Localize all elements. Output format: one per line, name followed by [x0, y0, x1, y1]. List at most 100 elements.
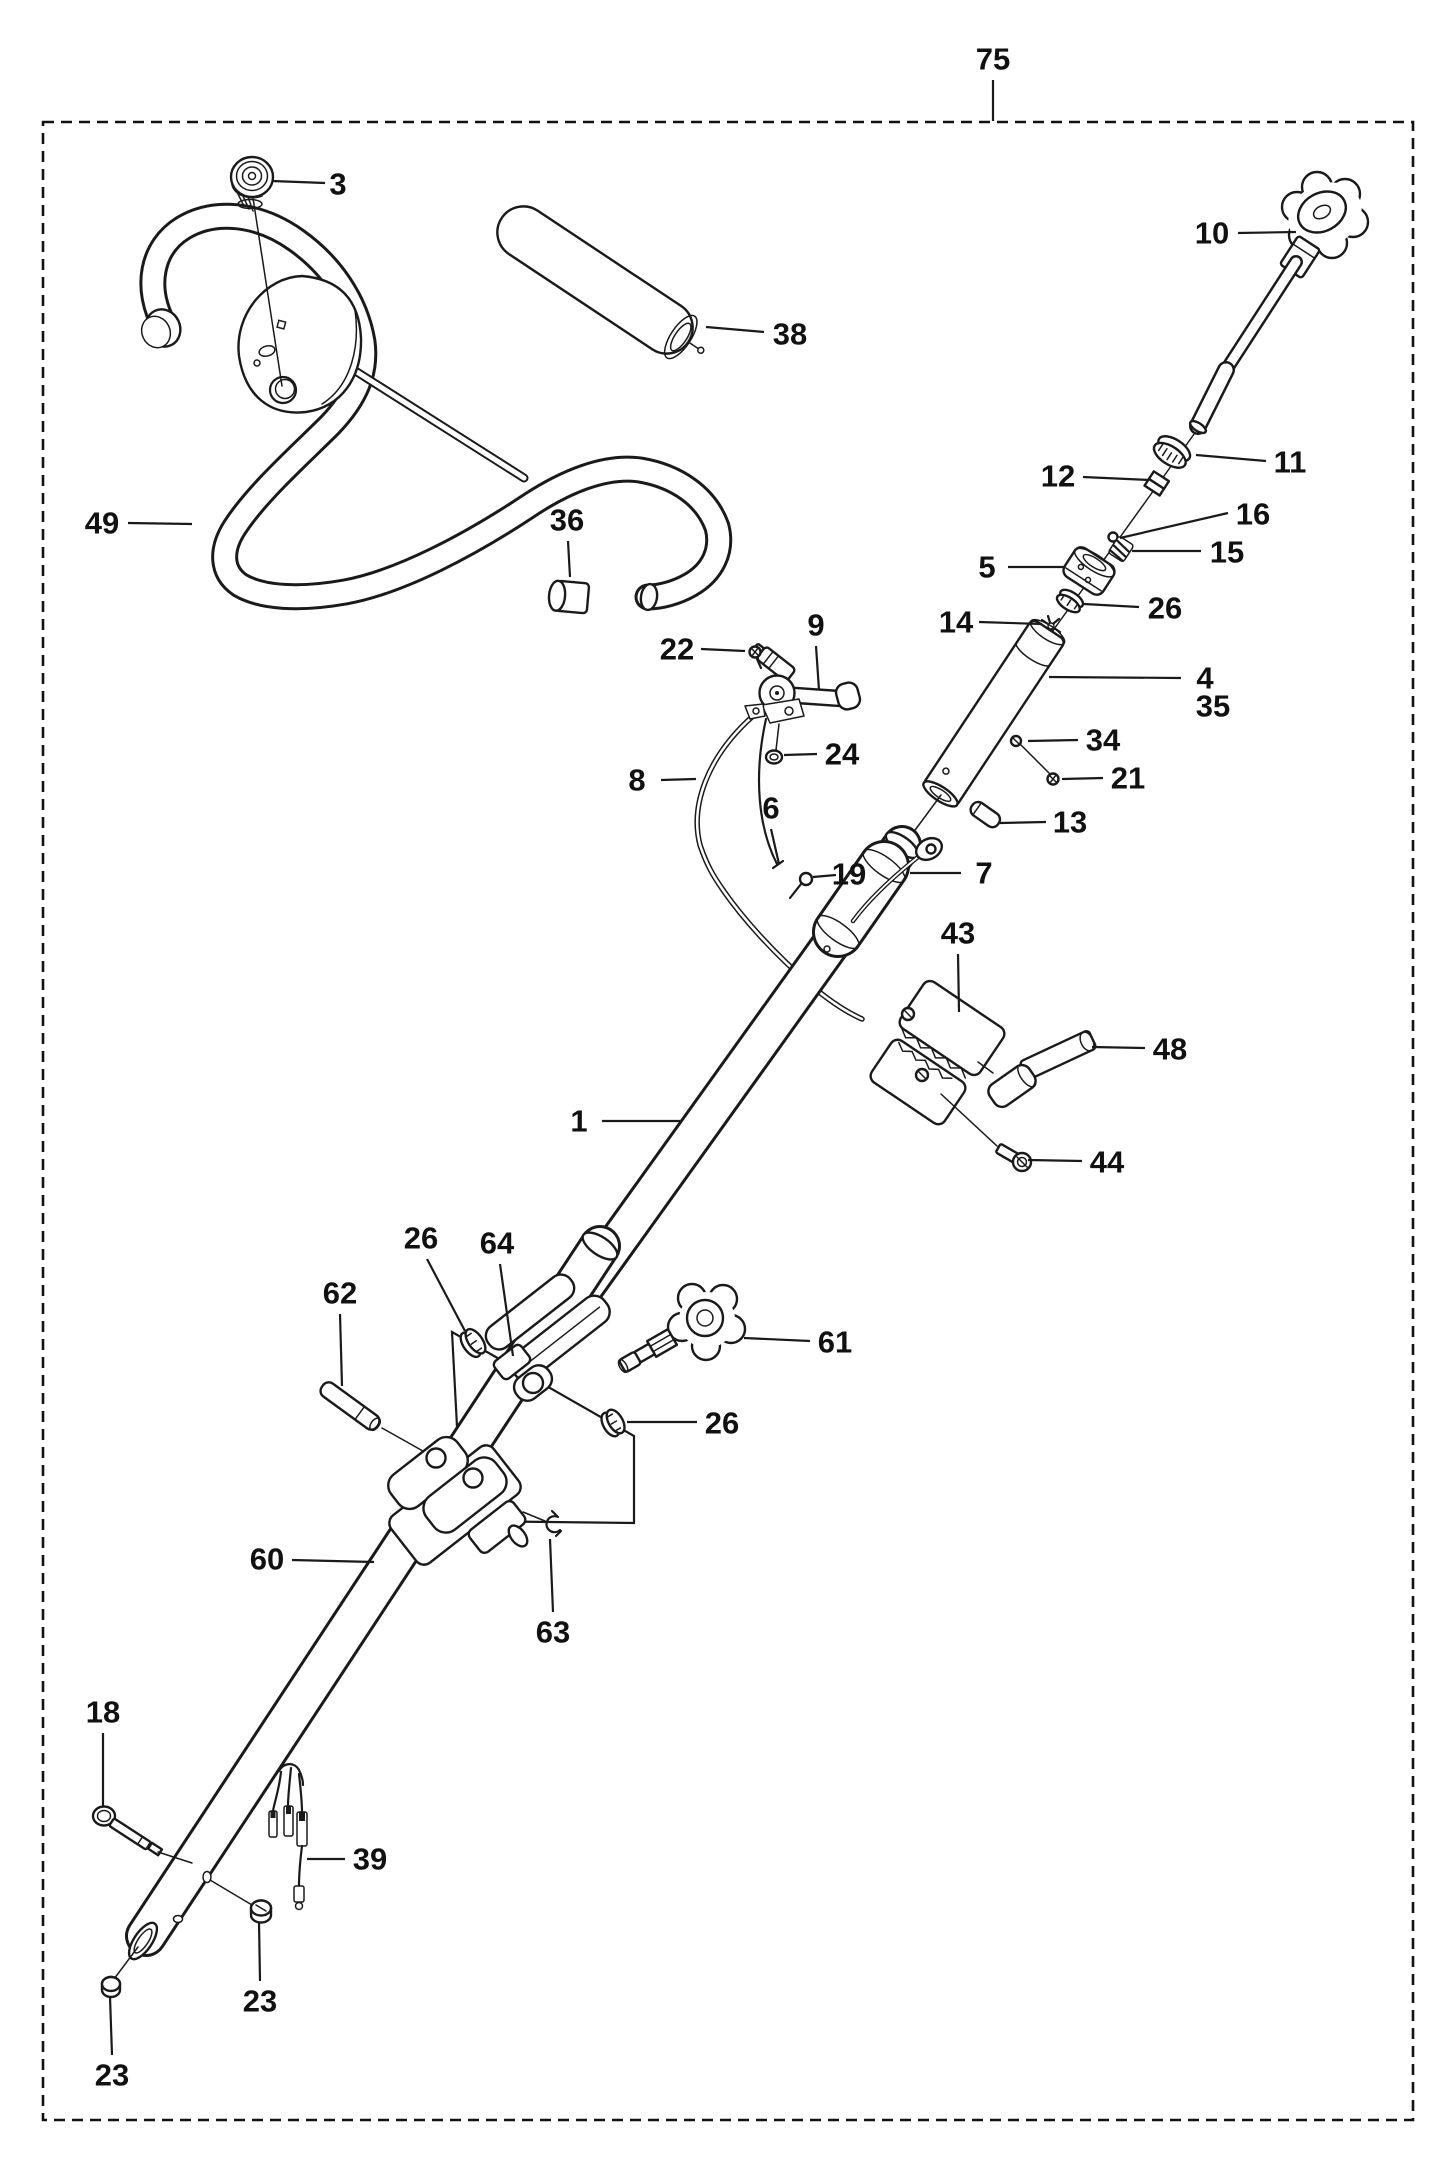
- part-64-bracket: [484, 1273, 611, 1402]
- part-26-washer-c: [600, 1408, 626, 1438]
- leader-line: [1195, 453, 1267, 463]
- part-number: 1: [570, 1104, 587, 1139]
- leader-line: [271, 179, 326, 185]
- part-label-8-21: 8: [628, 763, 697, 798]
- part-number: 4: [1196, 661, 1214, 696]
- part-18-bolt: [91, 1805, 193, 1864]
- part-number: 14: [939, 605, 974, 640]
- part-23-nut-b: [100, 1946, 139, 1999]
- part-label-22-18: 22: [660, 632, 746, 667]
- part-number: 19: [832, 857, 866, 892]
- part-number: 64: [480, 1226, 515, 1261]
- part-15-spring: [1108, 536, 1134, 563]
- part-label-23-38: 23: [243, 1921, 277, 2019]
- part-label-19-23: 19: [812, 857, 866, 892]
- part-number: 44: [1090, 1145, 1125, 1180]
- leader-line: [705, 325, 765, 334]
- part-13-pin: [969, 800, 1002, 829]
- leader-line: [566, 540, 572, 578]
- leader-line: [700, 647, 746, 653]
- part-number: 15: [1210, 535, 1244, 570]
- parts-drawing: [91, 155, 1370, 1999]
- part-label-35-12: 35: [1196, 689, 1230, 724]
- part-number: 10: [1195, 216, 1229, 251]
- part-number: 12: [1041, 459, 1075, 494]
- leader-line: [660, 777, 697, 782]
- knob-axis-line: [252, 197, 283, 387]
- part-number: 23: [243, 1984, 277, 2019]
- part-label-38-3: 38: [705, 317, 807, 352]
- part-label-64-30: 64: [480, 1226, 515, 1357]
- part-number: 38: [773, 317, 807, 352]
- part-11-washer: [1152, 435, 1192, 469]
- leader-line: [1091, 1045, 1146, 1050]
- handlebar-brace-rod: [352, 367, 529, 483]
- part-number: 34: [1086, 723, 1121, 758]
- part-10-knob-assembly: [1188, 170, 1370, 435]
- part-number: 75: [976, 42, 1010, 77]
- part-label-24-20: 24: [783, 737, 860, 772]
- part-label-26-33: 26: [627, 1406, 739, 1441]
- part-38-grip: [496, 205, 705, 360]
- leader-line: [1119, 511, 1229, 540]
- part-label-18-36: 18: [86, 1695, 120, 1806]
- part-label-26-29: 26: [404, 1221, 466, 1332]
- part-number: 48: [1153, 1032, 1187, 1067]
- leader-line: [338, 1313, 344, 1387]
- part-label-75-0: 75: [976, 42, 1010, 121]
- part-number: 61: [818, 1325, 852, 1360]
- part-4-tube: [922, 618, 1066, 808]
- part-26-washer-b: [459, 1327, 487, 1359]
- part-number: 22: [660, 632, 694, 667]
- leader-line: [978, 620, 1043, 626]
- part-label-16-6: 16: [1119, 497, 1270, 540]
- leader-line: [108, 1996, 114, 2056]
- part-number: 49: [85, 506, 119, 541]
- leader-line: [956, 953, 961, 1013]
- part-number: 8: [628, 763, 645, 798]
- leader-line: [783, 752, 818, 757]
- part-63-clip: [522, 1509, 563, 1538]
- part-number: 21: [1111, 761, 1145, 796]
- part-label-12-5: 12: [1041, 459, 1150, 494]
- part-label-5-8: 5: [978, 550, 1064, 585]
- part-9-throttle-lever: [744, 643, 862, 724]
- part-19-cable-end: [788, 871, 814, 900]
- part-number: 26: [705, 1406, 739, 1441]
- part-number: 9: [807, 608, 824, 643]
- part-61-knob: [617, 1282, 747, 1374]
- part-number: 7: [975, 856, 992, 891]
- part-label-34-13: 34: [1027, 723, 1121, 758]
- part-62-pin: [319, 1381, 431, 1456]
- leader-line: [814, 645, 821, 691]
- part-number: 16: [1236, 497, 1270, 532]
- part-26-washer-a: [1055, 588, 1085, 614]
- part-36-bushing: [547, 579, 591, 615]
- part-48-handle-pin: [977, 1029, 1097, 1109]
- part-number: 26: [1148, 591, 1182, 626]
- part-number: 26: [404, 1221, 438, 1256]
- part-label-15-7: 15: [1132, 535, 1244, 570]
- part-number: 5: [978, 550, 995, 585]
- part-44-bolt: [940, 1093, 1033, 1173]
- leader-line: [127, 521, 193, 526]
- leader-line: [1048, 675, 1182, 680]
- part-label-62-31: 62: [323, 1276, 357, 1387]
- part-23-nut-a: [209, 1879, 273, 1924]
- part-43-clamp: [869, 979, 1006, 1126]
- lower-shaft-bracket: [387, 1435, 529, 1566]
- leader-line: [291, 1558, 375, 1564]
- part-5-flange: [1062, 546, 1116, 596]
- part-label-9-19: 9: [807, 608, 825, 691]
- part-label-1-27: 1: [570, 1104, 680, 1139]
- part-number: 18: [86, 1695, 120, 1730]
- leader-line: [999, 820, 1047, 825]
- leader-line: [1027, 1158, 1083, 1163]
- part-24-nut: [764, 723, 784, 765]
- leader-line: [743, 1336, 811, 1343]
- leader-line: [769, 828, 781, 865]
- part-number: 3: [329, 167, 346, 202]
- part-39-wiring: [268, 1763, 308, 1911]
- part-number: 60: [250, 1542, 284, 1577]
